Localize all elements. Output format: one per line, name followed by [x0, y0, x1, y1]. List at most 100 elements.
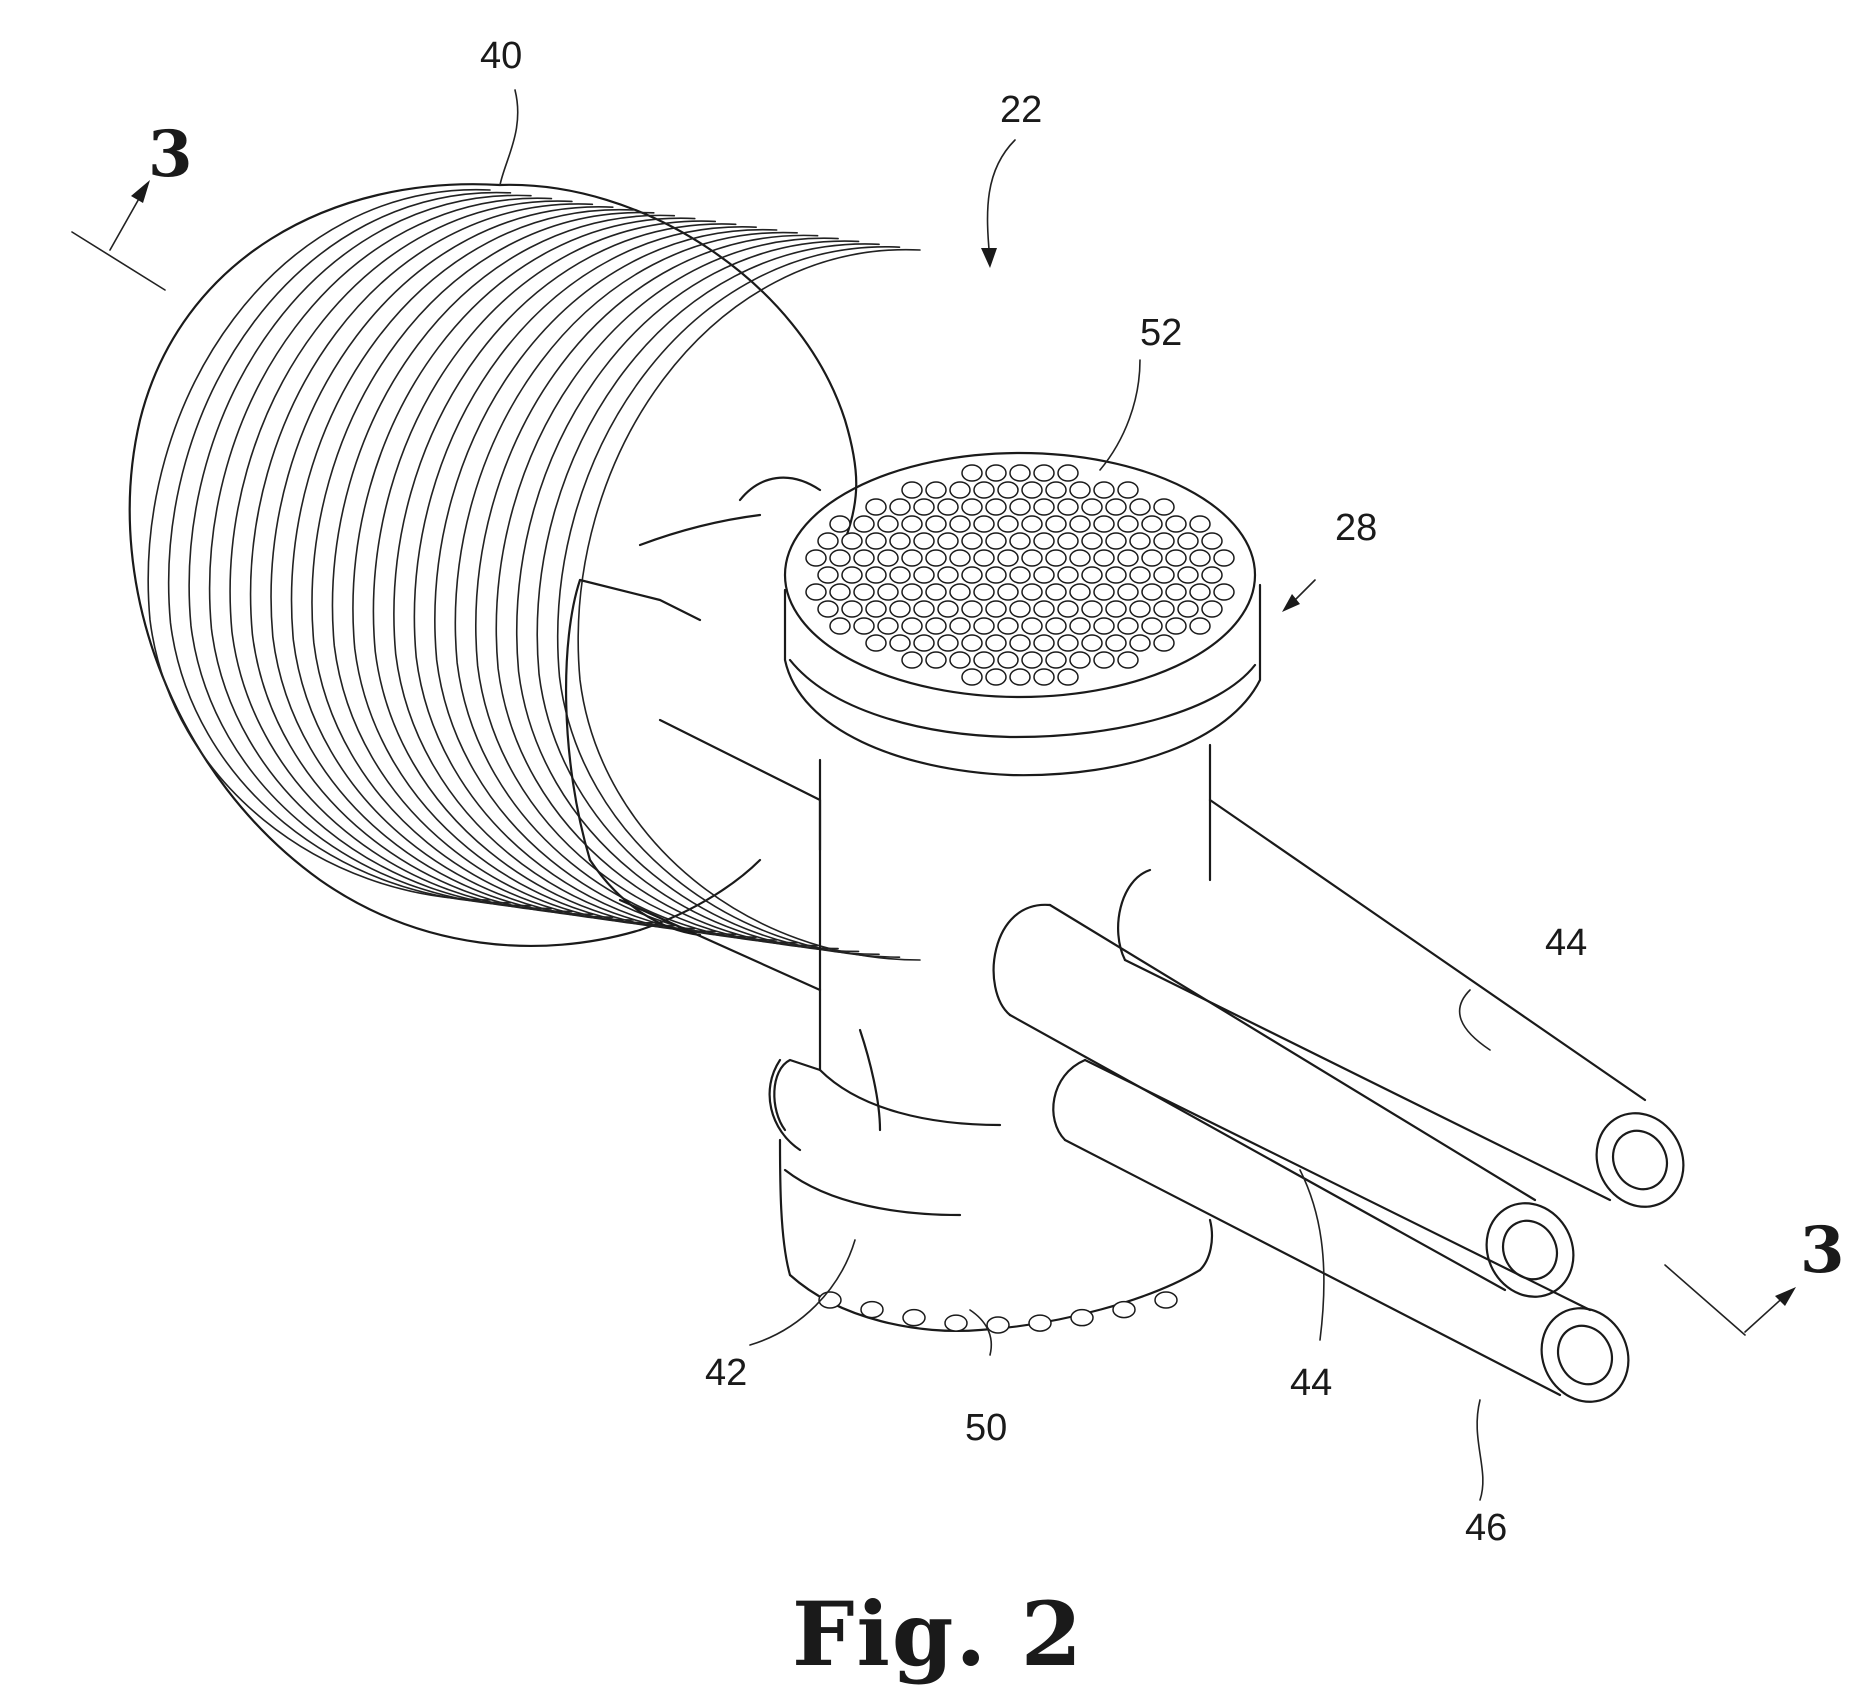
- electrode-pin: [830, 584, 850, 600]
- electrode-pin: [1106, 533, 1126, 549]
- electrode-pin: [1046, 618, 1066, 634]
- electrode-pin: [1130, 499, 1150, 515]
- electrode-pin: [998, 618, 1018, 634]
- bottom-nub: [819, 1292, 841, 1308]
- electrode-pin: [1022, 584, 1042, 600]
- electrode-pin: [854, 516, 874, 532]
- electrode-pin: [926, 516, 946, 532]
- electrode-pin: [806, 550, 826, 566]
- electrode-pin: [1034, 567, 1054, 583]
- electrode-pin: [1154, 533, 1174, 549]
- electrode-pin: [1142, 584, 1162, 600]
- electrode-pin: [878, 618, 898, 634]
- electrode-pin: [1034, 635, 1054, 651]
- electrode-pin: [1058, 601, 1078, 617]
- electrode-pin: [902, 550, 922, 566]
- electrode-pin: [818, 533, 838, 549]
- bottom-nub: [1029, 1315, 1051, 1331]
- electrode-pin: [854, 584, 874, 600]
- electrode-pin: [890, 567, 910, 583]
- electrode-pin: [1070, 550, 1090, 566]
- electrode-pin: [938, 567, 958, 583]
- electrode-pin: [830, 516, 850, 532]
- electrode-pin: [914, 601, 934, 617]
- electrode-pin: [938, 635, 958, 651]
- electrode-pin: [830, 550, 850, 566]
- electrode-pin: [1022, 618, 1042, 634]
- electrode-pin: [1046, 550, 1066, 566]
- electrode-pin: [1214, 584, 1234, 600]
- bottom-nub: [945, 1315, 967, 1331]
- ref-42: 42: [705, 1352, 747, 1394]
- electrode-pin: [974, 482, 994, 498]
- section-mark-right: 3: [1665, 1213, 1845, 1335]
- port-tubes: [994, 800, 1700, 1417]
- electrode-pin: [950, 618, 970, 634]
- electrode-pin: [1166, 584, 1186, 600]
- electrode-pin: [842, 533, 862, 549]
- electrode-pin: [866, 601, 886, 617]
- electrode-pin: [986, 499, 1006, 515]
- electrode-pin: [998, 584, 1018, 600]
- electrode-pin: [1010, 601, 1030, 617]
- electrode-pin: [854, 550, 874, 566]
- electrode-pin: [1190, 516, 1210, 532]
- electrode-pin: [902, 618, 922, 634]
- electrode-pin: [1118, 550, 1138, 566]
- electrode-pin: [998, 652, 1018, 668]
- electrode-pin: [1118, 652, 1138, 668]
- electrode-pin: [866, 499, 886, 515]
- electrode-pin: [1118, 516, 1138, 532]
- electrode-pin: [1154, 601, 1174, 617]
- electrode-pin: [818, 601, 838, 617]
- electrode-pin: [1082, 499, 1102, 515]
- electrode-pin: [1058, 499, 1078, 515]
- electrode-pin: [974, 516, 994, 532]
- electrode-pin: [974, 550, 994, 566]
- electrode-pin: [986, 567, 1006, 583]
- electrode-pin: [1142, 516, 1162, 532]
- electrode-pin: [1094, 584, 1114, 600]
- electrode-pin: [1166, 516, 1186, 532]
- electrode-pin: [1190, 584, 1210, 600]
- electrode-pin: [1034, 601, 1054, 617]
- electrode-pin: [914, 635, 934, 651]
- electrode-pin: [1010, 499, 1030, 515]
- electrode-pin: [1010, 465, 1030, 481]
- electrode-pin: [890, 601, 910, 617]
- ref-50: 50: [965, 1407, 1007, 1449]
- ref-28: 28: [1335, 507, 1377, 549]
- electrode-pin: [962, 567, 982, 583]
- electrode-pin: [986, 669, 1006, 685]
- electrode-pin: [1070, 584, 1090, 600]
- electrode-pin: [842, 567, 862, 583]
- electrode-pin: [950, 550, 970, 566]
- ref-52: 52: [1140, 312, 1182, 354]
- coil-body: [130, 184, 920, 960]
- electrode-pin: [902, 652, 922, 668]
- ref-22: 22: [1000, 89, 1042, 131]
- electrode-pin: [938, 533, 958, 549]
- coil-windings: [148, 190, 920, 960]
- electrode-pin: [1046, 482, 1066, 498]
- bottom-nub: [1071, 1310, 1093, 1326]
- electrode-pin: [998, 550, 1018, 566]
- electrode-pin: [1082, 601, 1102, 617]
- section-label-right: 3: [1800, 1213, 1845, 1288]
- electrode-pin: [926, 584, 946, 600]
- electrode-pin: [818, 567, 838, 583]
- electrode-pin: [938, 499, 958, 515]
- leader-lines: [500, 90, 1490, 1500]
- electrode-pin: [1106, 601, 1126, 617]
- electrode-pin: [962, 635, 982, 651]
- electrode-pin: [962, 465, 982, 481]
- ref-44-lower: 44: [1290, 1362, 1332, 1404]
- bottom-nub: [903, 1310, 925, 1326]
- electrode-pin: [1106, 635, 1126, 651]
- electrode-pin: [926, 652, 946, 668]
- electrode-pin: [1034, 499, 1054, 515]
- electrode-pin: [1178, 567, 1198, 583]
- electrode-pin: [1010, 567, 1030, 583]
- electrode-pin: [902, 516, 922, 532]
